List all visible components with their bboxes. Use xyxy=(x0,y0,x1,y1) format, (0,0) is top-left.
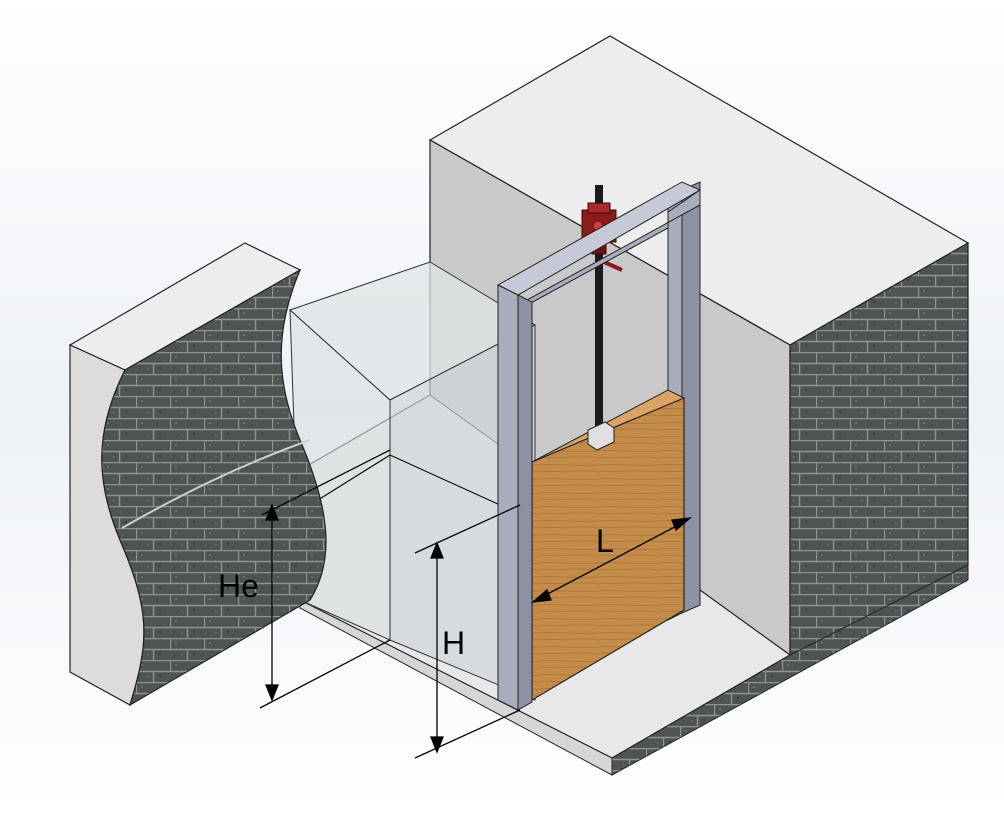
dimension-l xyxy=(530,517,693,603)
stem-connector xyxy=(587,421,615,451)
gate-stem xyxy=(595,185,603,435)
frame-right-post xyxy=(681,181,701,614)
dimension-h xyxy=(414,504,521,759)
frame-left-post-side xyxy=(517,294,533,711)
label-l: L xyxy=(596,523,614,559)
frame-left-post xyxy=(497,284,519,711)
label-h: H xyxy=(442,625,465,661)
label-he: He xyxy=(218,568,259,604)
dimension-he xyxy=(259,449,391,709)
water-line xyxy=(309,454,391,506)
water-line-2 xyxy=(389,454,501,506)
wall-seam xyxy=(121,439,311,529)
floor-masonry-edge xyxy=(611,564,969,776)
wall-masonry-face xyxy=(101,268,327,707)
